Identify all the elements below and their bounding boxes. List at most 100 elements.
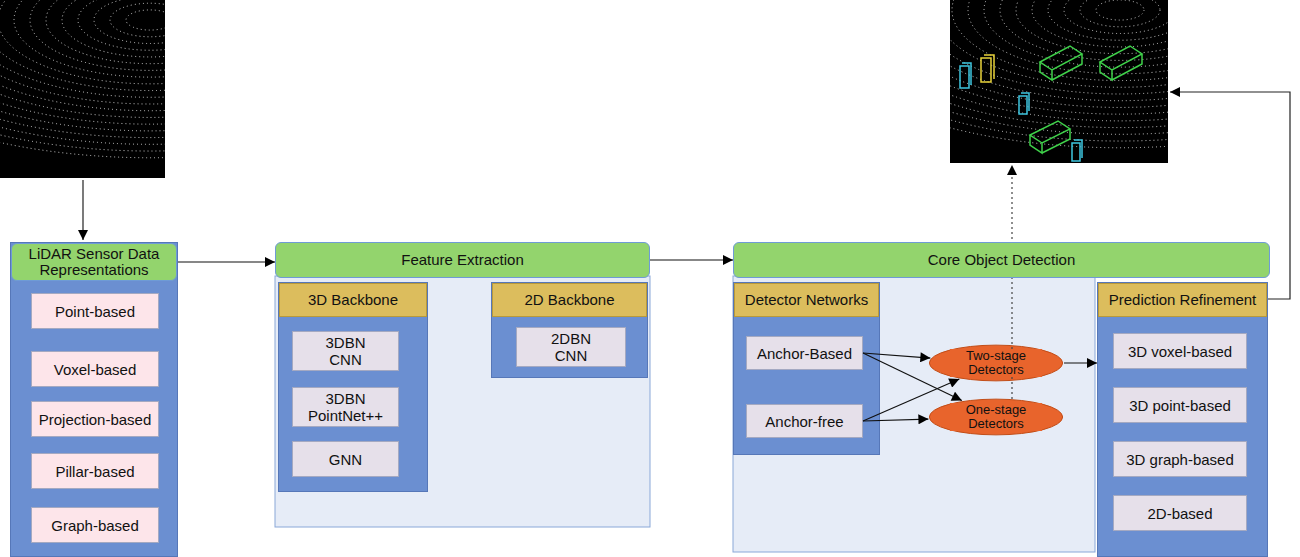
- scan-ring: [950, 0, 1168, 101]
- representation-box: Voxel-based: [31, 351, 159, 387]
- connector: [863, 353, 930, 358]
- group-heading: Prediction Refinement: [1098, 283, 1267, 317]
- node-label: GNN: [329, 451, 362, 468]
- representation-box: Graph-based: [31, 507, 159, 543]
- pedestrian-box: [960, 63, 971, 88]
- scan-ring: [0, 0, 165, 117]
- scan-ring: [0, 0, 165, 151]
- scan-ring: [950, 0, 1168, 107]
- node-label: Anchor-free: [765, 413, 843, 430]
- scan-ring: [968, 0, 1168, 74]
- connector: [863, 379, 959, 421]
- scan-ring: [30, 0, 165, 70]
- feature-panel: [275, 276, 650, 527]
- pedestrian-box: [1019, 93, 1029, 114]
- scan-rings: [0, 0, 165, 158]
- scan-rings: [950, 0, 1168, 148]
- connector: [863, 353, 962, 401]
- method-box: 3D graph-based: [1113, 441, 1247, 477]
- node-label: Two-stage Detectors: [950, 349, 1042, 377]
- scan-ring: [1032, 0, 1168, 47]
- method-box: GNN: [292, 441, 399, 477]
- cyclist-box: [981, 55, 994, 82]
- node-label: Point-based: [55, 303, 135, 320]
- input-arrow: [82, 180, 83, 240]
- scan-ring: [46, 0, 165, 64]
- ellipse-shape: [929, 399, 1062, 435]
- method-box: 2DBN CNN: [516, 327, 626, 367]
- scan-ring: [0, 0, 165, 111]
- sub-group: Prediction Refinement 3D voxel-based 3D po…: [1097, 282, 1268, 557]
- method-box: Anchor-Based: [746, 336, 863, 370]
- sub-group: 2D Backbone 2DBN CNN: [491, 282, 648, 378]
- method-box: 3D point-based: [1113, 387, 1247, 423]
- method-box: 3DBN CNN: [292, 331, 399, 371]
- node-label: 2DBN CNN: [551, 330, 591, 364]
- detector-ellipse: One-stage Detectors: [928, 398, 1064, 436]
- node-label: Projection-based: [39, 411, 152, 428]
- scan-ring: [1000, 0, 1168, 60]
- scan-ring: [14, 0, 165, 77]
- group-heading: 2D Backbone: [492, 283, 647, 317]
- scan-ring: [950, 0, 1168, 121]
- connector: [650, 259, 733, 260]
- connector: [1064, 362, 1097, 363]
- scan-ring: [0, 0, 165, 97]
- scan-ring: [0, 0, 165, 138]
- node-label: One-stage Detectors: [950, 403, 1042, 431]
- scan-ring: [950, 0, 1168, 87]
- scan-ring: [1048, 0, 1168, 40]
- car-box: [1040, 46, 1082, 80]
- scan-ring: [950, 0, 1168, 134]
- scan-ring: [0, 0, 165, 104]
- node-label: Graph-based: [51, 517, 139, 534]
- representation-box: Point-based: [31, 293, 159, 329]
- scan-ring: [950, 0, 1168, 114]
- sub-group: Detector NetworksAnchor-BasedAnchor-free: [733, 282, 880, 455]
- group-heading: Detector Networks: [734, 283, 879, 317]
- node-label: 2D-based: [1147, 505, 1212, 522]
- scan-ring: [0, 0, 165, 124]
- scan-ring: [1016, 0, 1168, 54]
- sub-group: 3D Backbone3DBN CNN3DBN PointNet++GNN: [278, 282, 428, 492]
- scan-ring: [950, 0, 1168, 141]
- stage-group: Core Object DetectionDetector NetworksAn…: [733, 242, 1270, 557]
- node-label: Pillar-based: [55, 463, 134, 480]
- scan-ring: [950, 0, 1168, 128]
- scan-ring: [0, 0, 165, 131]
- output-arrow: [1170, 92, 1290, 299]
- group-heading: Core Object Detection: [733, 242, 1270, 278]
- group-panel: LiDAR Sensor Data RepresentationsPoint-b…: [10, 242, 178, 557]
- scan-ring: [0, 0, 165, 84]
- scan-ring: [78, 0, 165, 50]
- node-label: 3D point-based: [1129, 397, 1231, 414]
- output-dotted-arrow: [1011, 165, 1012, 399]
- detector-ellipse: Two-stage Detectors: [928, 344, 1064, 382]
- node-label: Voxel-based: [54, 361, 137, 378]
- node-label: Anchor-Based: [757, 345, 852, 362]
- group-heading: LiDAR Sensor Data Representations: [11, 243, 177, 281]
- detection-result-image: [950, 0, 1168, 163]
- bounding-boxes: [960, 46, 1142, 161]
- group-heading: Feature Extraction: [275, 242, 650, 278]
- method-box: 3DBN PointNet++: [292, 387, 399, 427]
- representation-box: Projection-based: [31, 401, 159, 437]
- ellipse-shape: [929, 345, 1062, 381]
- connector: [178, 261, 275, 262]
- stage-group: Feature Extraction3D Backbone3DBN CNN3DB…: [275, 242, 650, 527]
- method-box: 3D voxel-based: [1113, 333, 1247, 369]
- scan-ring: [0, 0, 165, 144]
- connector: [863, 419, 928, 421]
- scan-ring: [0, 0, 165, 91]
- car-box: [1030, 121, 1070, 153]
- representation-box: Pillar-based: [31, 453, 159, 489]
- node-label: 3DBN CNN: [325, 334, 365, 368]
- scan-ring: [950, 0, 1168, 148]
- method-box: 2D-based: [1113, 495, 1247, 531]
- scan-ring: [126, 10, 165, 30]
- node-label: 3D voxel-based: [1128, 343, 1232, 360]
- scan-ring: [950, 0, 1168, 94]
- node-label: 3DBN PointNet++: [308, 390, 383, 424]
